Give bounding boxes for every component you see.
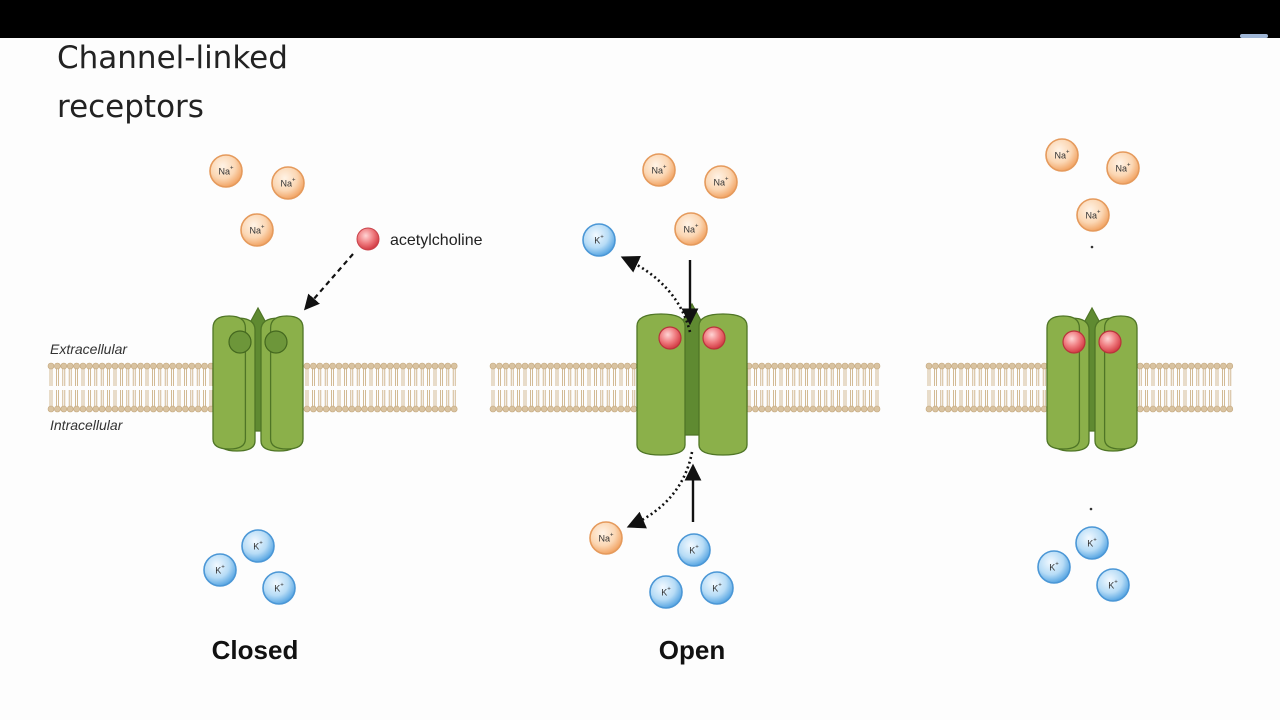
svg-text:Na+: Na+ bbox=[651, 165, 667, 176]
potassium-ion: K+ bbox=[203, 553, 237, 587]
corner-mark bbox=[1240, 34, 1268, 38]
speck-dot bbox=[1089, 507, 1093, 511]
sodium-ion: Na+ bbox=[1106, 151, 1140, 185]
bound-acetylcholine bbox=[702, 326, 726, 350]
svg-text:Na+: Na+ bbox=[280, 178, 296, 189]
svg-text:Na+: Na+ bbox=[1054, 150, 1070, 161]
open-channel bbox=[636, 302, 748, 456]
sodium-ion: Na+ bbox=[674, 212, 708, 246]
svg-text:K+: K+ bbox=[274, 583, 284, 594]
potassium-ion: K+ bbox=[241, 529, 275, 563]
closed-channel bbox=[212, 306, 304, 452]
open-state-label: Open bbox=[659, 635, 725, 665]
closed-state-label: Closed bbox=[212, 635, 299, 665]
svg-text:K+: K+ bbox=[712, 583, 722, 594]
bound-acetylcholine bbox=[1098, 330, 1122, 354]
svg-text:Na+: Na+ bbox=[1115, 163, 1131, 174]
svg-text:Na+: Na+ bbox=[683, 224, 699, 235]
svg-text:K+: K+ bbox=[1087, 538, 1097, 549]
potassium-ion: K+ bbox=[677, 533, 711, 567]
svg-text:K+: K+ bbox=[661, 587, 671, 598]
svg-text:K+: K+ bbox=[215, 565, 225, 576]
speck-dot bbox=[1090, 245, 1094, 249]
svg-text:K+: K+ bbox=[253, 541, 263, 552]
svg-text:K+: K+ bbox=[594, 235, 604, 246]
top-black-bar bbox=[0, 0, 1280, 38]
svg-text:Na+: Na+ bbox=[598, 533, 614, 544]
intracellular-label: Intracellular bbox=[50, 417, 124, 433]
svg-text:K+: K+ bbox=[689, 545, 699, 556]
ion-channels bbox=[212, 302, 1138, 456]
bound-acetylcholine bbox=[658, 326, 682, 350]
membrane-segment-2 bbox=[489, 362, 881, 413]
sodium-ion: Na+ bbox=[1076, 198, 1110, 232]
acetylcholine-legend: acetylcholine bbox=[356, 227, 483, 251]
third-channel bbox=[1046, 306, 1138, 452]
potassium-ion: K+ bbox=[1075, 526, 1109, 560]
bound-acetylcholine bbox=[1062, 330, 1086, 354]
potassium-ion: K+ bbox=[582, 223, 616, 257]
potassium-ion: K+ bbox=[1096, 568, 1130, 602]
arrows bbox=[303, 253, 702, 529]
svg-text:Na+: Na+ bbox=[218, 166, 234, 177]
ions: Na+ Na+ Na+ Na+ Na+ Na+ Na+ Na+ Na+ Na+ K+ K+ K+ K+ K+… bbox=[203, 138, 1140, 609]
svg-text:K+: K+ bbox=[1108, 580, 1118, 591]
svg-text:Na+: Na+ bbox=[1085, 210, 1101, 221]
sodium-ion: Na+ bbox=[642, 153, 676, 187]
potassium-ion: K+ bbox=[700, 571, 734, 605]
sodium-ion: Na+ bbox=[271, 166, 305, 200]
sodium-ion: Na+ bbox=[240, 213, 274, 247]
extracellular-label: Extracellular bbox=[50, 341, 128, 357]
empty-binding-site bbox=[264, 330, 288, 354]
potassium-ion: K+ bbox=[649, 575, 683, 609]
sodium-ion: Na+ bbox=[589, 521, 623, 555]
svg-text:Na+: Na+ bbox=[249, 225, 265, 236]
potassium-ion: K+ bbox=[262, 571, 296, 605]
svg-text:Na+: Na+ bbox=[713, 177, 729, 188]
sodium-ion: Na+ bbox=[1045, 138, 1079, 172]
sodium-out-dotted-arrow bbox=[626, 451, 694, 529]
acetylcholine-label: acetylcholine bbox=[390, 232, 483, 249]
empty-binding-site bbox=[228, 330, 252, 354]
page-title: Channel-linked receptors bbox=[57, 40, 288, 125]
sodium-ion: Na+ bbox=[209, 154, 243, 188]
potassium-ion: K+ bbox=[1037, 550, 1071, 584]
acetylcholine-dashed-arrow bbox=[303, 253, 354, 311]
acetylcholine-molecule bbox=[356, 227, 380, 251]
svg-text:K+: K+ bbox=[1049, 562, 1059, 573]
sodium-ion: Na+ bbox=[704, 165, 738, 199]
